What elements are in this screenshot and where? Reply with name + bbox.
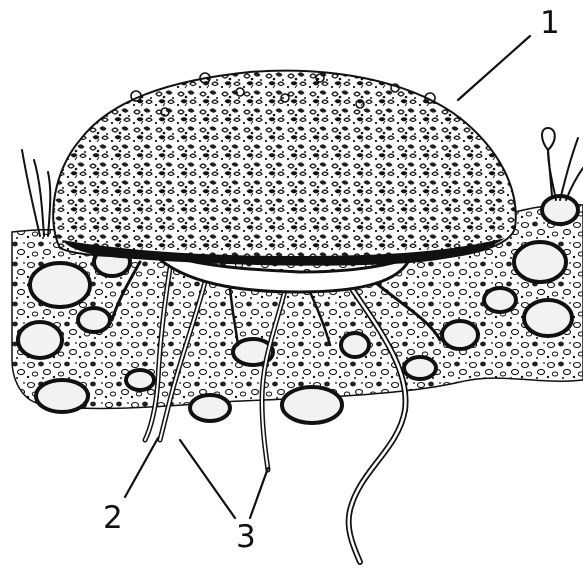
- cushion-foliage: [53, 71, 516, 266]
- stone: [442, 321, 478, 349]
- stone: [404, 357, 436, 379]
- stone: [514, 242, 566, 282]
- leader-line-2: [125, 438, 158, 497]
- stone: [341, 333, 369, 357]
- stone: [30, 263, 90, 307]
- grass-blade: [48, 172, 50, 236]
- leader-line-3a: [180, 440, 235, 518]
- stone: [126, 370, 154, 390]
- label-1: 1: [540, 8, 560, 39]
- stone: [190, 395, 230, 421]
- stone: [484, 288, 516, 312]
- stone: [18, 322, 62, 358]
- grass-blade: [34, 160, 44, 236]
- stone: [524, 300, 572, 336]
- label-2: 2: [103, 503, 123, 534]
- grass-blade: [566, 168, 583, 200]
- leader-line-1: [458, 36, 530, 100]
- stone: [36, 380, 88, 412]
- stone: [78, 308, 110, 332]
- stone: [282, 387, 342, 423]
- leader-line-3b: [250, 468, 268, 518]
- grass-blade: [22, 150, 40, 236]
- label-3: 3: [236, 522, 256, 553]
